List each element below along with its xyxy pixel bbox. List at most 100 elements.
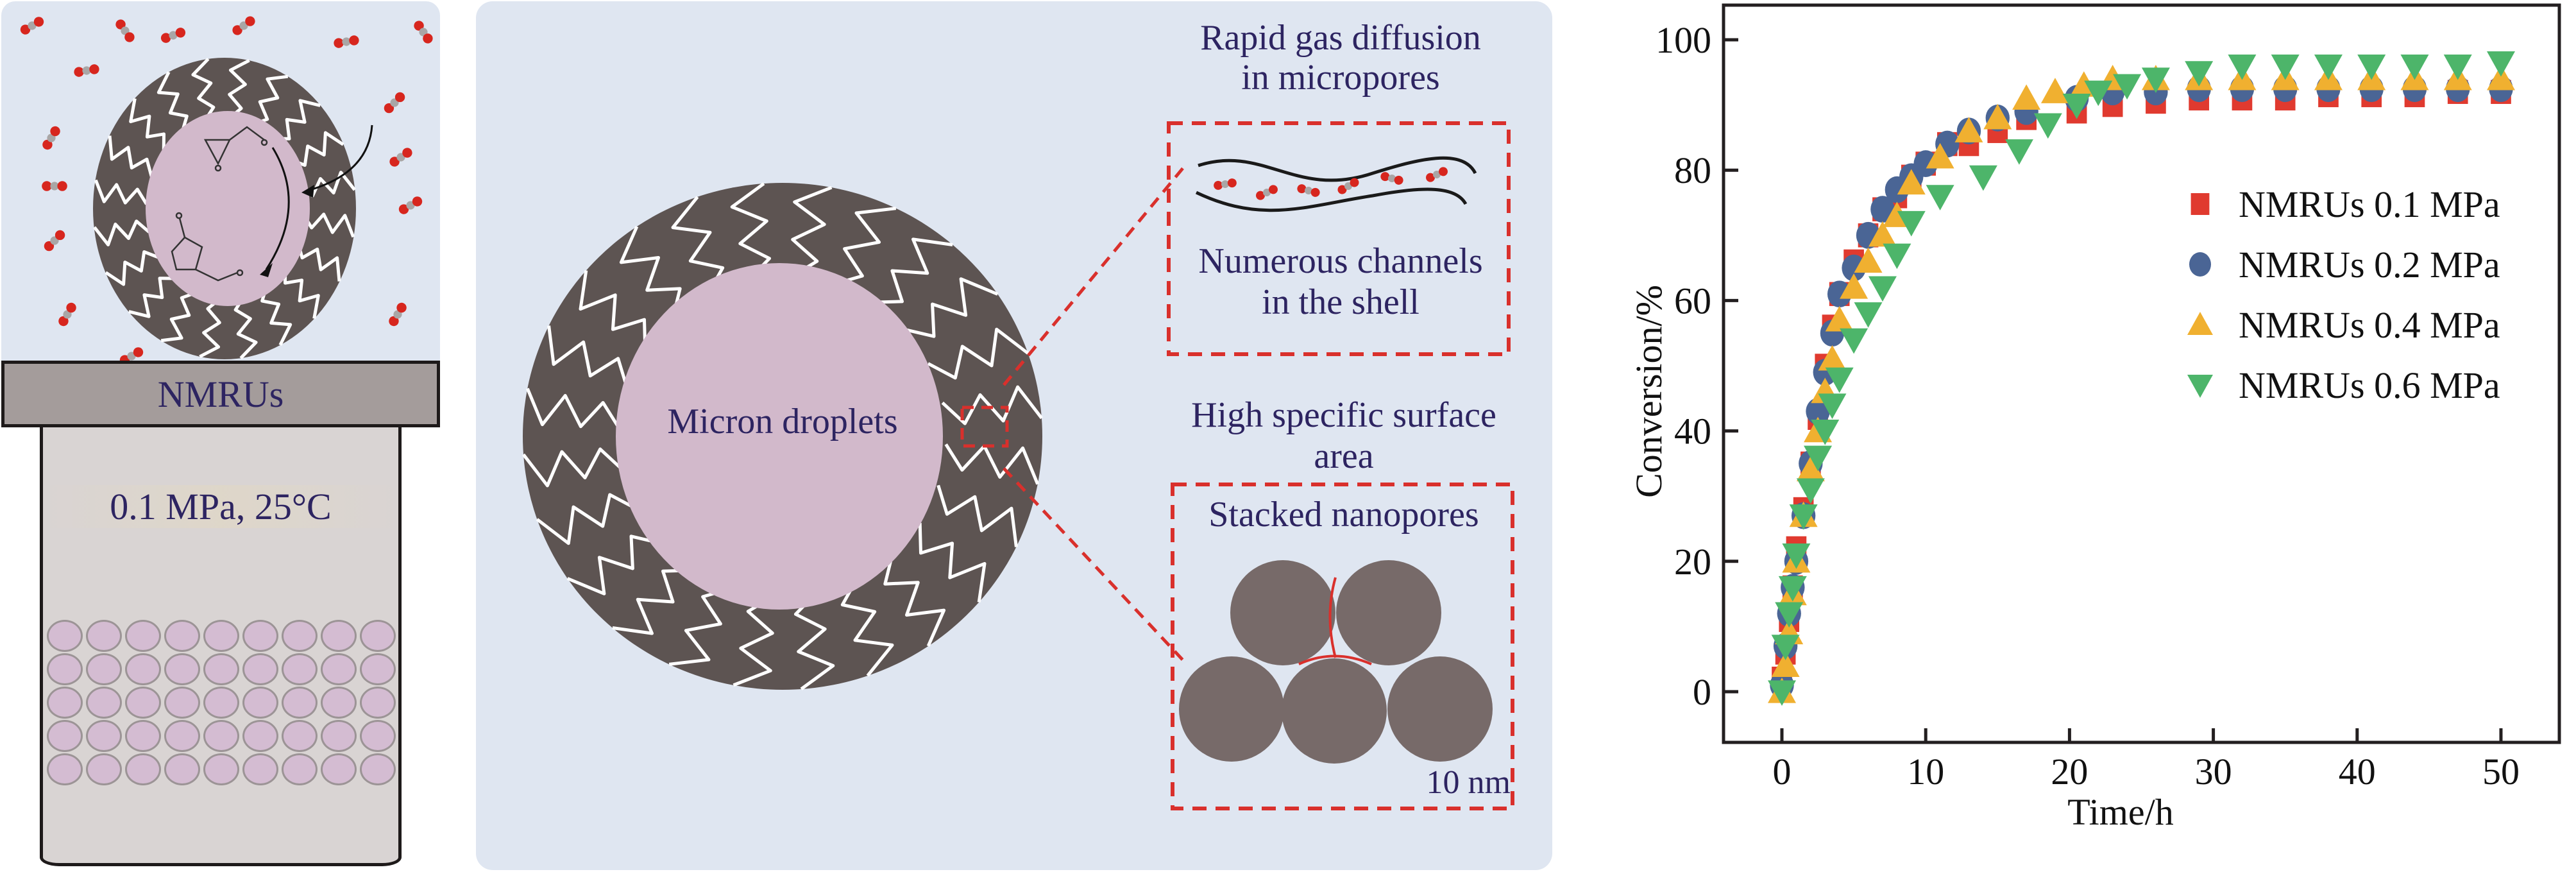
- micropore-channel-icon: [1195, 156, 1477, 212]
- marker-triangle-down: [1883, 243, 1911, 269]
- epoxide-structure-icon: [203, 126, 268, 172]
- x-axis-label: Time/h: [2067, 791, 2173, 833]
- vessel-lid-label: NMRUs: [157, 373, 284, 415]
- co2-molecule-icon: [1214, 178, 1237, 190]
- co2-molecule-icon: [1337, 178, 1359, 194]
- vessel-droplet: [86, 653, 122, 685]
- vessel-droplet: [321, 753, 357, 785]
- vessel-droplet: [125, 753, 161, 785]
- marker-triangle-down: [2004, 139, 2033, 165]
- vessel-droplet: [360, 753, 396, 785]
- vessel-droplet: [164, 620, 200, 652]
- shell-channel: [273, 99, 321, 141]
- shell-channel: [579, 270, 647, 350]
- y-tick-label: 40: [1674, 411, 1711, 452]
- vessel-droplet: [321, 687, 357, 719]
- marker-circle: [1827, 280, 1852, 308]
- marker-triangle-down: [2062, 94, 2091, 119]
- legend-label: NMRUs 0.2 MPa: [2239, 244, 2500, 286]
- co2-entry-arrowhead-icon: [301, 185, 314, 198]
- co2-molecule-icon: [414, 21, 433, 44]
- shell-channel: [251, 74, 289, 126]
- scale-bar-label: 10 nm: [1426, 764, 1511, 801]
- co2-molecule-icon: [334, 35, 359, 48]
- co2-molecule-icon: [1380, 172, 1403, 185]
- middle-panel-graphic: [476, 1, 1552, 870]
- vessel-droplet: [47, 687, 83, 719]
- marker-triangle-up: [2487, 64, 2515, 90]
- marker-triangle-down: [1811, 420, 1840, 445]
- y-tick-label: 60: [1674, 280, 1711, 321]
- data-points: [1768, 51, 2515, 706]
- marker-triangle-down: [1778, 576, 1807, 602]
- marker-triangle-down: [2271, 55, 2300, 80]
- reaction-arrow-icon: [265, 147, 290, 270]
- channel-caption-line-2: in the shell: [1262, 282, 1419, 322]
- shell-channel: [840, 577, 894, 677]
- marker-triangle-down: [2033, 113, 2062, 139]
- marker-triangle-down: [2113, 74, 2142, 100]
- zoom-indicator: [960, 162, 1188, 665]
- shell-channel: [525, 388, 621, 429]
- nanopore-caption: Stacked nanopores: [1208, 495, 1479, 534]
- marker-square: [2190, 193, 2210, 215]
- micron-droplet-channels: [522, 182, 1043, 690]
- marker-triangle-down: [2443, 55, 2472, 80]
- marker-triangle-down: [1796, 478, 1825, 504]
- vessel-droplet: [125, 687, 161, 719]
- marker-triangle-down: [2185, 61, 2214, 87]
- chart-frame: [1722, 3, 2561, 744]
- marker-circle: [1842, 254, 1866, 282]
- shell-channel: [619, 226, 682, 319]
- droplet-core: [146, 111, 310, 306]
- surface-area-title-line-1: High specific surface: [1191, 395, 1496, 435]
- co2-molecule-icon: [389, 148, 412, 167]
- vessel-droplet: [282, 620, 318, 652]
- reaction-scheme-panel: [1, 1, 440, 409]
- marker-triangle-up: [1868, 221, 1897, 247]
- vessel-droplet: [125, 653, 161, 685]
- vessel-droplet: [86, 687, 122, 719]
- nanopore-detail-box: [1171, 483, 1514, 810]
- surface-area-title-line-2: area: [1314, 436, 1374, 476]
- shell-channel: [733, 594, 775, 687]
- marker-triangle-down: [2141, 67, 2170, 93]
- co2-molecule-icon: [389, 302, 407, 327]
- vessel-droplet: [282, 720, 318, 752]
- shell-channel: [871, 237, 953, 304]
- shell-channel: [536, 493, 638, 545]
- legend-item: NMRUs 0.4 MPa: [2187, 304, 2500, 346]
- middle-panel: Micron droplets Rapid gas diffusion in m…: [475, 0, 1559, 872]
- shell-channel: [94, 179, 148, 205]
- marker-triangle-down: [2400, 55, 2429, 80]
- shell-channel: [233, 294, 258, 359]
- marker-triangle-up: [2040, 78, 2069, 103]
- x-tick-label: 40: [2339, 751, 2376, 792]
- marker-triangle-down: [2187, 375, 2213, 398]
- shell-channel: [547, 325, 629, 388]
- vessel-droplet: [321, 620, 357, 652]
- marker-triangle-up: [2012, 84, 2041, 110]
- shell-channel: [128, 277, 176, 318]
- co2-molecule-icon: [232, 16, 255, 35]
- vessel-droplet: [47, 753, 83, 785]
- x-tick-label: 20: [2051, 751, 2088, 792]
- marker-circle: [2189, 252, 2211, 277]
- vessel-droplet: [86, 753, 122, 785]
- legend-item: NMRUs 0.1 MPa: [2190, 184, 2500, 225]
- marker-triangle-up: [1897, 169, 1926, 195]
- shell-channel: [903, 277, 999, 338]
- shell-channel: [936, 484, 1018, 547]
- vessel-droplet: [203, 653, 239, 685]
- vessel-droplet: [360, 720, 396, 752]
- series-nmrus-0-6-mpa: [1768, 51, 2515, 706]
- micron-droplet-core: [616, 263, 943, 610]
- marker-triangle-down: [2357, 55, 2386, 80]
- surface-area-title: High specific surface area: [1161, 395, 1527, 477]
- y-axis-label: Conversion/%: [1629, 285, 1670, 498]
- marker-triangle-down: [2084, 80, 2113, 107]
- shell-channel: [129, 98, 165, 153]
- marker-triangle-down: [2314, 55, 2343, 80]
